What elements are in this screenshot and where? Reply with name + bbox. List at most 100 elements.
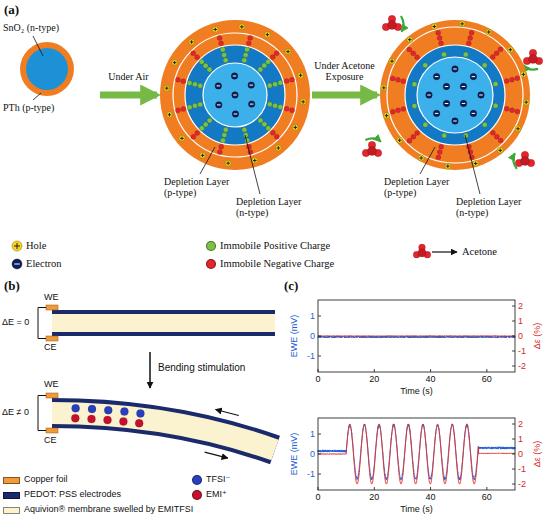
immobile-positive-charge xyxy=(245,138,250,143)
immobile-negative-charge xyxy=(490,55,495,60)
electron-symbol xyxy=(232,111,238,117)
immobile-positive-charge xyxy=(262,122,267,127)
immobile-negative-charge xyxy=(415,130,420,135)
immobile-negative-charge xyxy=(284,79,289,84)
immobile-negative-charge xyxy=(490,130,495,135)
plus-sign xyxy=(190,40,194,44)
plus-sign xyxy=(524,100,528,104)
process-arrow xyxy=(100,92,157,99)
electron-symbol xyxy=(478,92,484,98)
immobile-negative-charge xyxy=(274,134,279,139)
tick-label: 20 xyxy=(369,492,379,502)
immobile-positive-charge xyxy=(423,63,428,68)
acetone-molecule xyxy=(413,244,431,258)
electron-symbol xyxy=(470,110,476,116)
hole-symbol xyxy=(384,113,390,119)
electron-disc xyxy=(452,66,458,72)
immobile-negative-charge xyxy=(289,77,294,82)
axis-title: EWE (mV) xyxy=(289,315,299,358)
hole-disc xyxy=(200,152,206,158)
hole-symbol xyxy=(497,147,503,153)
legend-text: TFSI⁻ xyxy=(206,474,230,484)
hole-symbol xyxy=(418,155,424,161)
immobile-positive-charge xyxy=(262,63,267,68)
immobile-negative-charge xyxy=(181,106,186,111)
immobile-positive-charge xyxy=(222,52,227,57)
immobile-negative-charge xyxy=(195,130,200,135)
immobile-negative-charge xyxy=(290,108,295,113)
electron-disc xyxy=(216,102,222,108)
core-shell-particle: SnO₂ (n-type)PTh (p-type) xyxy=(3,22,98,122)
minus-sign xyxy=(479,95,483,96)
tick-mark xyxy=(512,469,515,470)
tfsi-ion xyxy=(88,405,96,413)
tick-label: -1 xyxy=(518,464,526,474)
electron-disc xyxy=(470,110,476,116)
hole-disc xyxy=(189,39,195,45)
emi-ion xyxy=(87,415,95,423)
hole-symbol xyxy=(486,29,492,35)
plus-sign xyxy=(253,159,257,163)
plus-sign xyxy=(299,73,303,77)
strain-arrow xyxy=(216,410,239,416)
tfsi-ion xyxy=(104,406,112,414)
hole-symbol xyxy=(523,99,529,105)
sno2-inner xyxy=(203,63,267,127)
tick-label: 0 xyxy=(310,449,315,459)
electron-symbol xyxy=(443,83,449,89)
hole-disc xyxy=(300,99,306,105)
immobile-negative-charge xyxy=(191,134,196,139)
plus-sign xyxy=(509,48,513,52)
process-label: Bending stimulation xyxy=(158,362,245,373)
particle-label: Depletion Layer (p-type) xyxy=(164,176,236,198)
tick-label: -1 xyxy=(307,469,315,479)
plus-sign xyxy=(213,28,217,32)
legend-swatch xyxy=(206,241,216,251)
hole-disc xyxy=(275,145,281,151)
minus-sign xyxy=(234,113,238,114)
legend-text: PEDOT: PSS electrodes xyxy=(24,489,121,499)
electron-disc xyxy=(470,73,476,79)
tick-mark xyxy=(512,336,515,337)
electrode-label: WE xyxy=(44,292,59,302)
plus-sign xyxy=(419,156,423,160)
electron-disc xyxy=(12,259,22,269)
plus-sign xyxy=(240,25,244,29)
immobile-positive-charge xyxy=(203,122,208,127)
immobile-negative-charge xyxy=(437,150,442,155)
electron-symbol xyxy=(232,92,238,98)
sensing-particle: Depletion Layer (p-type)Depletion Layer … xyxy=(160,20,310,220)
hole-symbol xyxy=(275,145,281,151)
leader-line xyxy=(200,147,215,174)
minus-sign xyxy=(462,103,466,104)
hole-disc xyxy=(497,147,503,153)
hole-disc xyxy=(397,137,403,143)
sensing-particle: Depletion Layer (p-type)Depletion Layer … xyxy=(380,20,530,220)
particle-label: Depletion Layer (p-type) xyxy=(384,176,456,198)
electron-disc xyxy=(232,92,238,98)
immobile-positive-charge xyxy=(242,127,247,132)
immobile-negative-charge xyxy=(498,47,503,52)
emi-ion xyxy=(119,418,127,426)
desorption-arrow xyxy=(365,138,381,141)
electron-disc xyxy=(443,100,449,106)
electrode-label: WE xyxy=(44,379,59,389)
immobile-negative-charge xyxy=(217,150,222,155)
pth-shell xyxy=(20,42,74,96)
tick-mark xyxy=(430,369,431,372)
immobile-positive-charge xyxy=(493,103,498,108)
immobile-negative-charge xyxy=(437,36,442,41)
tick-label: 0 xyxy=(315,492,320,502)
plus-sign xyxy=(382,86,386,90)
hole-disc xyxy=(486,29,492,35)
hole-disc xyxy=(292,124,298,130)
plus-sign xyxy=(301,100,305,104)
axis-title: Δε (%) xyxy=(532,441,542,468)
acetone-molecule xyxy=(382,15,402,31)
legend-text: Immobile Negative Charge xyxy=(220,258,334,269)
legend-text: Copper foil xyxy=(24,474,68,484)
immobile-negative-charge xyxy=(175,77,180,82)
tick-label: 0 xyxy=(315,374,320,384)
immobile-negative-charge xyxy=(219,144,224,149)
